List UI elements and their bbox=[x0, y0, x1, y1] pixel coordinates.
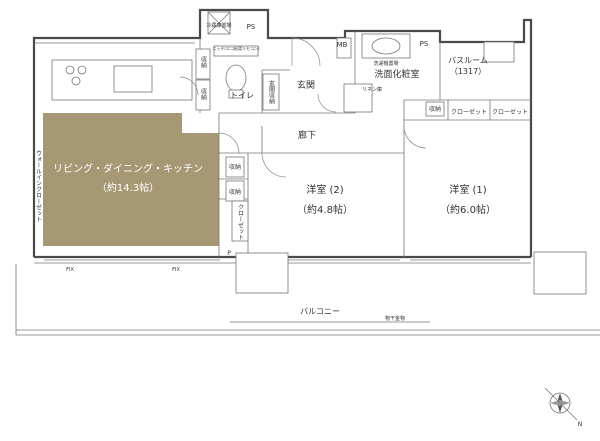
entrance-storage-label: 玄関収納 bbox=[268, 79, 275, 105]
bath-fixtures bbox=[336, 33, 515, 113]
ldk-notch bbox=[182, 113, 219, 133]
ps-label-top: PS bbox=[247, 23, 256, 31]
storage-boxes bbox=[195, 48, 445, 242]
wall-storage-label: ウォールインクローゼット bbox=[35, 150, 42, 222]
bath-size-label: （1317） bbox=[450, 67, 486, 76]
fix-label-1: FIX bbox=[66, 267, 74, 273]
closet-label-1: クローゼット bbox=[451, 108, 487, 116]
kitchen-fixtures bbox=[51, 59, 193, 101]
balcony-label: バルコニー bbox=[300, 307, 340, 316]
fix-label-2: FIX bbox=[172, 267, 180, 273]
entrance-label: 玄関 bbox=[297, 79, 315, 91]
north-label: N bbox=[578, 421, 583, 428]
western1-name: 洋室 (1) bbox=[449, 183, 486, 196]
ldk-name: リビング・ダイニング・キッチン bbox=[53, 162, 203, 175]
ps-label-wash: PS bbox=[420, 40, 429, 48]
western1-area: （約6.0帖） bbox=[440, 203, 496, 216]
ldk-area: （約14.3帖） bbox=[97, 181, 159, 194]
door-swings bbox=[179, 37, 427, 178]
closet-label-w2: クローゼット bbox=[237, 204, 244, 240]
outdoor-unit-left bbox=[235, 252, 289, 294]
bathroom-label: バスルーム bbox=[448, 56, 488, 65]
niche-label: ニッチ(エコ給湯リモコン) bbox=[212, 45, 260, 51]
outdoor-unit-right bbox=[533, 251, 587, 295]
fridge-label: 冷蔵庫置場 bbox=[206, 22, 231, 29]
storage-label-wash: 収納 bbox=[429, 105, 441, 113]
laundry-rod-label: 物干金物 bbox=[385, 315, 405, 322]
toilet-label: トイレ bbox=[230, 91, 254, 100]
storage-label-k2: 収納 bbox=[200, 88, 207, 101]
linen-label: リネン庫 bbox=[362, 86, 382, 93]
washer-label: 洗濯機置場 bbox=[373, 60, 398, 67]
ldk-area bbox=[43, 113, 219, 246]
western2-name: 洋室 (2) bbox=[306, 183, 343, 196]
closet-label-2: クローゼット bbox=[492, 108, 528, 116]
p-label: P bbox=[227, 250, 231, 257]
toilet-fixtures bbox=[207, 11, 259, 99]
storage-label-w2b: 収納 bbox=[229, 188, 241, 196]
western2-area: （約4.8帖） bbox=[297, 203, 353, 216]
storage-label-k1: 収納 bbox=[200, 56, 207, 69]
balcony-outline bbox=[15, 264, 600, 336]
storage-label-w2a: 収納 bbox=[229, 163, 241, 171]
mb-label: MB bbox=[337, 41, 348, 49]
north-compass bbox=[544, 387, 578, 421]
corridor-label: 廊下 bbox=[298, 129, 316, 141]
washroom-label: 洗面化粧室 bbox=[374, 68, 419, 80]
